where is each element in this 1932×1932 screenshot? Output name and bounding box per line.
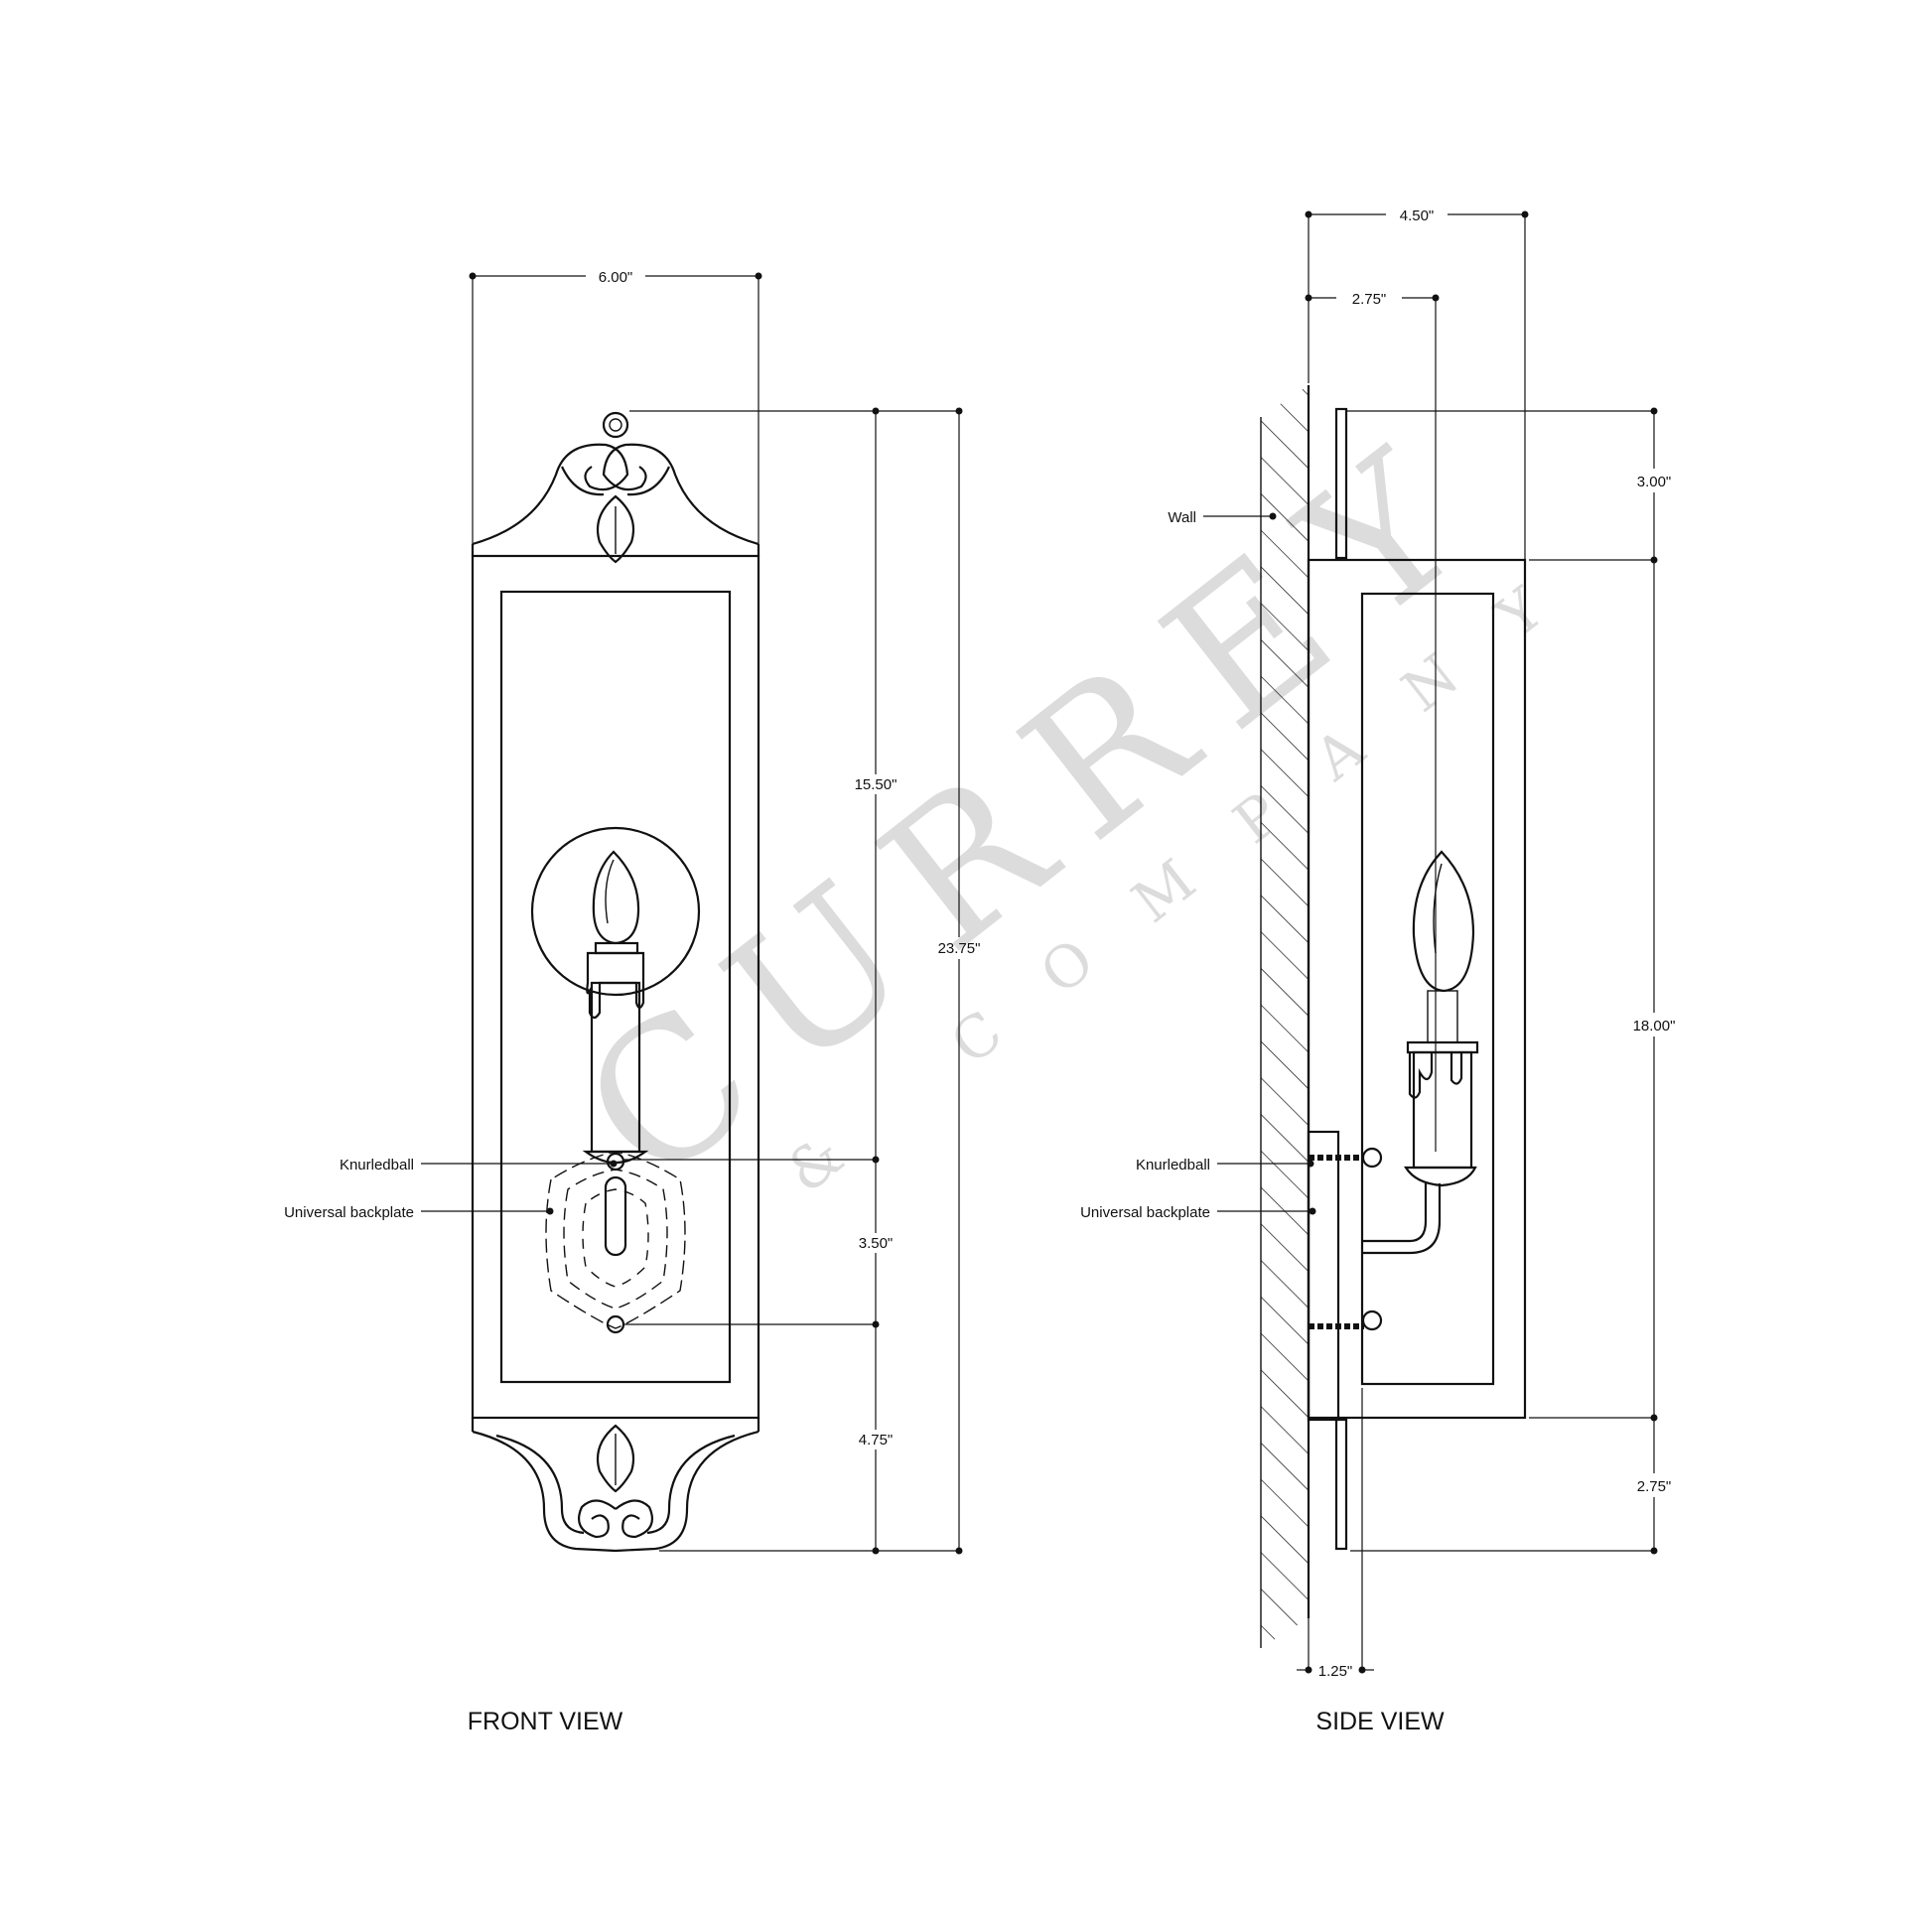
side-candle-offset-value: 2.75" [1352, 291, 1387, 308]
wall [1260, 385, 1311, 1648]
front-label-knurledball: Knurledball [340, 1157, 414, 1173]
side-label-knurledball: Knurledball [1136, 1157, 1210, 1173]
watermark-brand: CURREY [544, 390, 1527, 1225]
flame-bulb [592, 850, 640, 945]
side-dim-bottom-value: 2.75" [1637, 1478, 1672, 1495]
side-dim-top: 4.50" 2.75" [1305, 207, 1529, 1152]
side-flame-bulb [1412, 850, 1475, 993]
front-view-title: FRONT VIEW [468, 1708, 623, 1735]
front-dim-width: 6.00" [469, 269, 762, 544]
side-candle-arm [1362, 850, 1479, 1255]
side-depth-value: 4.50" [1400, 207, 1435, 224]
side-knurledball-top [1361, 1147, 1383, 1169]
side-leaders: Wall Knurledball Universal backplate [1080, 509, 1316, 1221]
side-dim-chain: 3.00" 18.00" 2.75" [1346, 407, 1676, 1555]
side-label-wall: Wall [1168, 509, 1196, 526]
side-inner-panel [1360, 592, 1495, 1386]
side-view: 4.50" 2.75" 3.00" 18.00" 2.75" [1080, 207, 1675, 1735]
side-plate-value: 1.25" [1318, 1663, 1353, 1680]
front-dim-overall-value: 23.75" [938, 940, 981, 957]
front-dim-bottom-value: 4.75" [859, 1432, 894, 1449]
side-dim-body-value: 18.00" [1633, 1018, 1676, 1035]
front-width-value: 6.00" [599, 269, 633, 286]
side-bottom-plate [1334, 1418, 1348, 1551]
front-universal-backplate [545, 1151, 686, 1334]
side-label-backplate: Universal backplate [1080, 1204, 1210, 1221]
front-dim-upper-value: 15.50" [855, 776, 897, 793]
side-view-title: SIDE VIEW [1315, 1708, 1445, 1735]
front-top-crest [471, 411, 760, 564]
front-bottom-crest [471, 1418, 760, 1553]
side-knurledballs [1309, 1147, 1383, 1331]
front-leaders: Knurledball Universal backplate [284, 1157, 618, 1221]
front-label-backplate: Universal backplate [284, 1204, 414, 1221]
side-top-plate [1334, 407, 1348, 560]
watermark: CURREY & COMPANY [544, 390, 1610, 1225]
side-dim-top-value: 3.00" [1637, 474, 1672, 490]
front-dim-backplate-value: 3.50" [859, 1235, 894, 1252]
side-candle-sleeve [1412, 1050, 1473, 1170]
side-knurledball-bottom [1361, 1310, 1383, 1331]
front-view: 6.00" 15.50" 3.50" 4.75" 23.75" [284, 269, 980, 1735]
side-backplate [1307, 1130, 1340, 1422]
side-dim-plate: 1.25" [1297, 1388, 1374, 1680]
front-outer-frame [471, 554, 760, 1420]
front-reflector [530, 826, 701, 997]
front-knurledball-top [606, 1152, 625, 1172]
side-outer-frame [1307, 558, 1527, 1420]
front-knurledball-bottom [606, 1314, 625, 1334]
front-dim-chain: 15.50" 3.50" 4.75" 23.75" [623, 407, 981, 1555]
front-inner-panel [499, 590, 732, 1384]
